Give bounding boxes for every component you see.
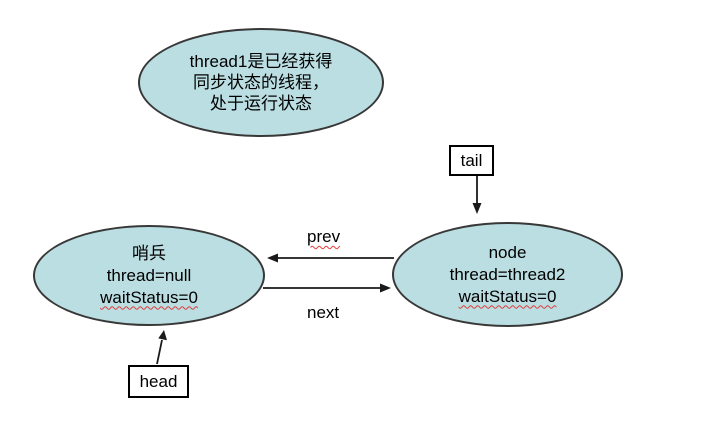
thread2-node-ellipse: node thread=thread2 waitStatus=0: [392, 222, 623, 327]
head-pointer-label: head: [139, 371, 178, 391]
head-pointer-box: head: [128, 365, 189, 398]
prev-edge-label: prev: [307, 227, 341, 246]
note-line: thread1是已经获得: [189, 52, 333, 71]
thread2-node-title: node: [488, 242, 527, 262]
note-line: 同步状态的线程，: [193, 73, 329, 92]
sentinel-node-title: 哨兵: [132, 243, 166, 263]
next-arrow: [263, 283, 391, 293]
head-arrow: [156, 330, 167, 365]
note-line: 处于运行状态: [210, 94, 312, 113]
sentinel-node-ellipse: 哨兵 thread=null waitStatus=0: [33, 225, 265, 326]
prev-arrow: [267, 253, 394, 263]
tail-pointer-label: tail: [460, 150, 483, 170]
note-ellipse: thread1是已经获得 同步状态的线程， 处于运行状态: [138, 28, 384, 137]
thread2-node-waitstatus: waitStatus=0: [458, 286, 557, 306]
tail-pointer-box: tail: [449, 145, 494, 176]
sentinel-node-waitstatus: waitStatus=0: [100, 287, 198, 307]
thread2-node-thread: thread=thread2: [449, 264, 566, 284]
sentinel-node-thread: thread=null: [106, 265, 192, 285]
next-edge-label: next: [307, 303, 340, 322]
tail-arrow: [472, 176, 482, 214]
